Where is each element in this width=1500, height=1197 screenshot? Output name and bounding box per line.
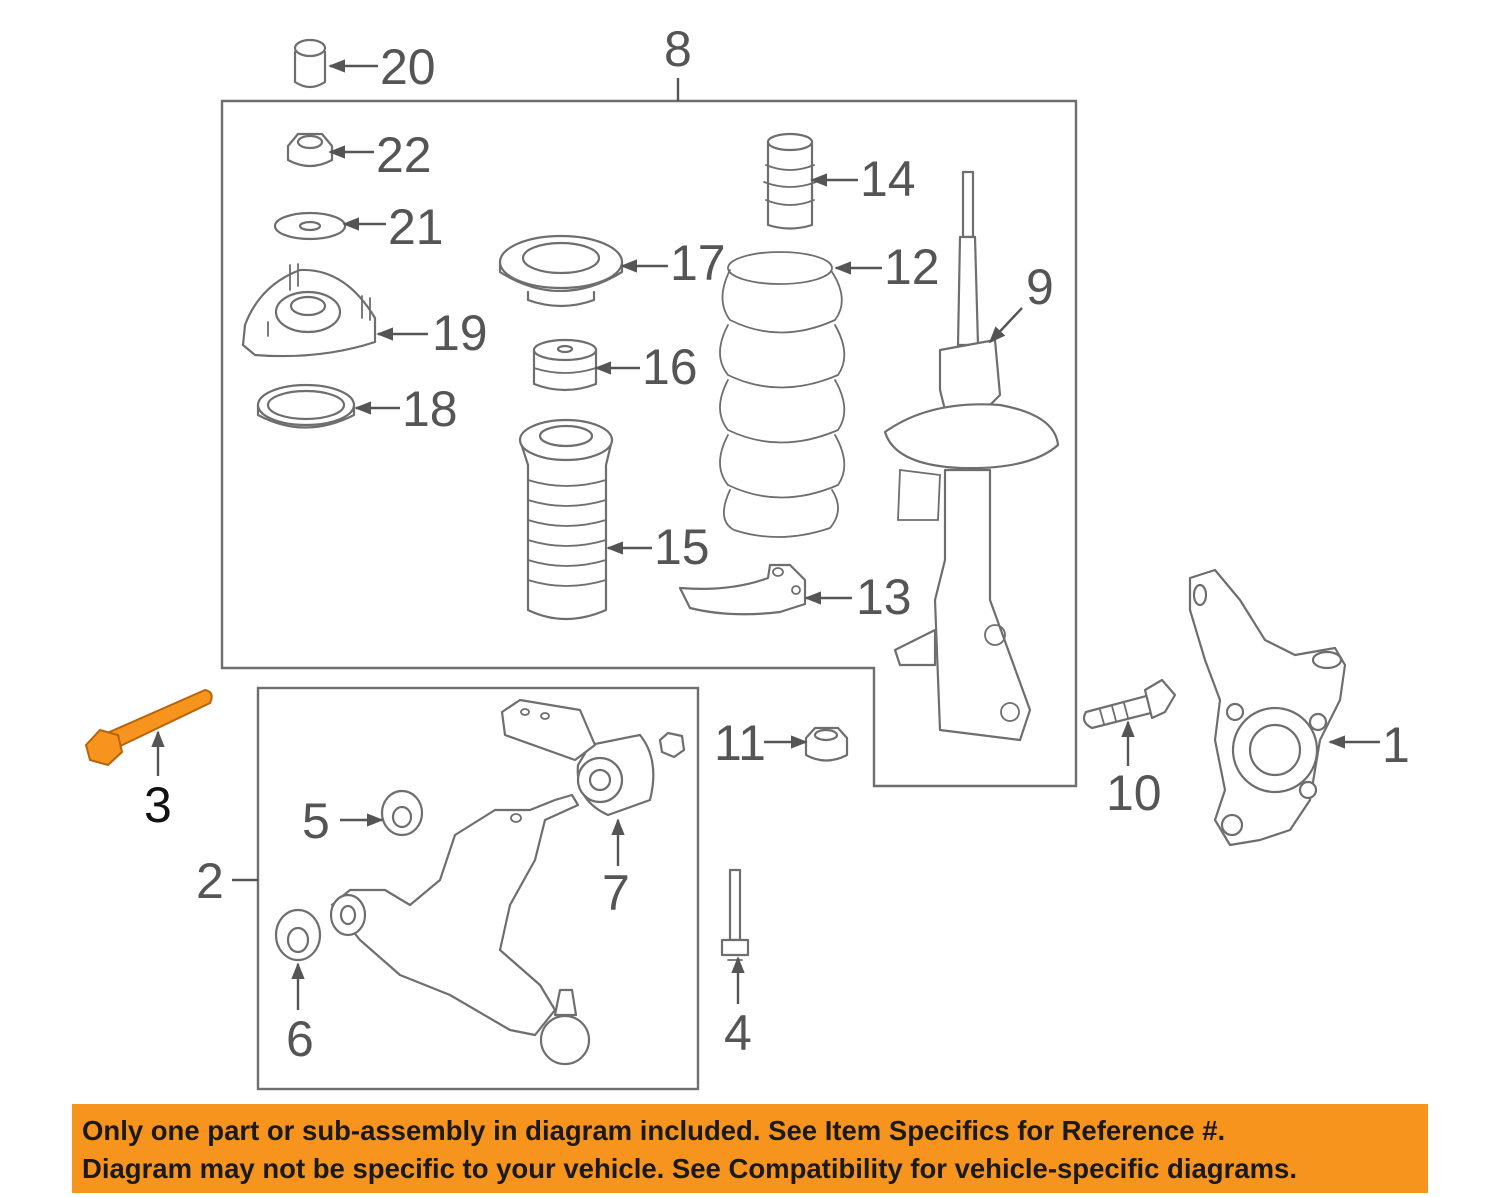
part-19-strut-mount[interactable] [241, 263, 377, 358]
part-12-coil-spring[interactable] [719, 251, 846, 538]
callout-17: 17 [670, 235, 726, 291]
part-16-bumper[interactable] [532, 338, 598, 392]
callout-16: 16 [642, 339, 698, 395]
callout-11: 11 [714, 715, 766, 771]
lower-control-arm[interactable] [329, 793, 591, 1066]
callout-8: 8 [664, 21, 692, 77]
callout-6: 6 [286, 1011, 314, 1067]
part-10-bolt[interactable] [1082, 678, 1177, 730]
disclaimer-line-1: Only one part or sub-assembly in diagram… [82, 1115, 1226, 1146]
callout-5: 5 [302, 793, 330, 849]
disclaimer-banner: Only one part or sub-assembly in diagram… [72, 1104, 1428, 1193]
callout-15: 15 [654, 519, 710, 575]
callout-10: 10 [1106, 765, 1162, 821]
part-20-cap[interactable] [293, 38, 327, 89]
part-6-bushing[interactable] [274, 908, 322, 962]
control-arm-frame [256, 686, 700, 1091]
part-3-bolt[interactable] [84, 688, 213, 767]
part-13-insulator[interactable] [678, 563, 807, 616]
part-22-nut[interactable] [286, 132, 334, 168]
callout-22: 22 [376, 127, 432, 183]
strut-assembly-frame [220, 99, 1078, 788]
disclaimer-line-2: Diagram may not be specific to your vehi… [82, 1153, 1297, 1184]
callout-14: 14 [860, 151, 916, 207]
callout-19: 19 [432, 305, 488, 361]
exploded-parts-diagram: 1 2 3 4 5 6 7 8 9 10 11 12 13 14 15 16 1… [84, 21, 1410, 1091]
part-9-strut[interactable] [883, 170, 1060, 742]
part-4-bolt[interactable] [720, 868, 750, 961]
part-5-bushing[interactable] [380, 789, 424, 837]
part-7-bushing[interactable] [500, 698, 686, 817]
callout-21: 21 [388, 199, 444, 255]
part-1-knuckle[interactable] [1188, 568, 1347, 847]
part-21-washer[interactable] [273, 211, 347, 241]
part-17-upper-seat[interactable] [498, 234, 624, 308]
part-18-ring[interactable] [256, 383, 356, 429]
callout-2: 2 [196, 853, 224, 909]
callout-20: 20 [380, 39, 436, 95]
part-15-dust-boot[interactable] [518, 418, 614, 621]
callout-3: 3 [144, 777, 172, 833]
callout-9: 9 [1026, 259, 1054, 315]
part-14-bump-stop[interactable] [763, 132, 817, 230]
callout-1: 1 [1382, 717, 1410, 773]
callout-13: 13 [856, 569, 912, 625]
part-11-nut[interactable] [804, 726, 849, 762]
callout-7: 7 [602, 865, 630, 921]
callout-18: 18 [402, 381, 458, 437]
callout-4: 4 [724, 1005, 752, 1061]
callout-12: 12 [884, 239, 940, 295]
